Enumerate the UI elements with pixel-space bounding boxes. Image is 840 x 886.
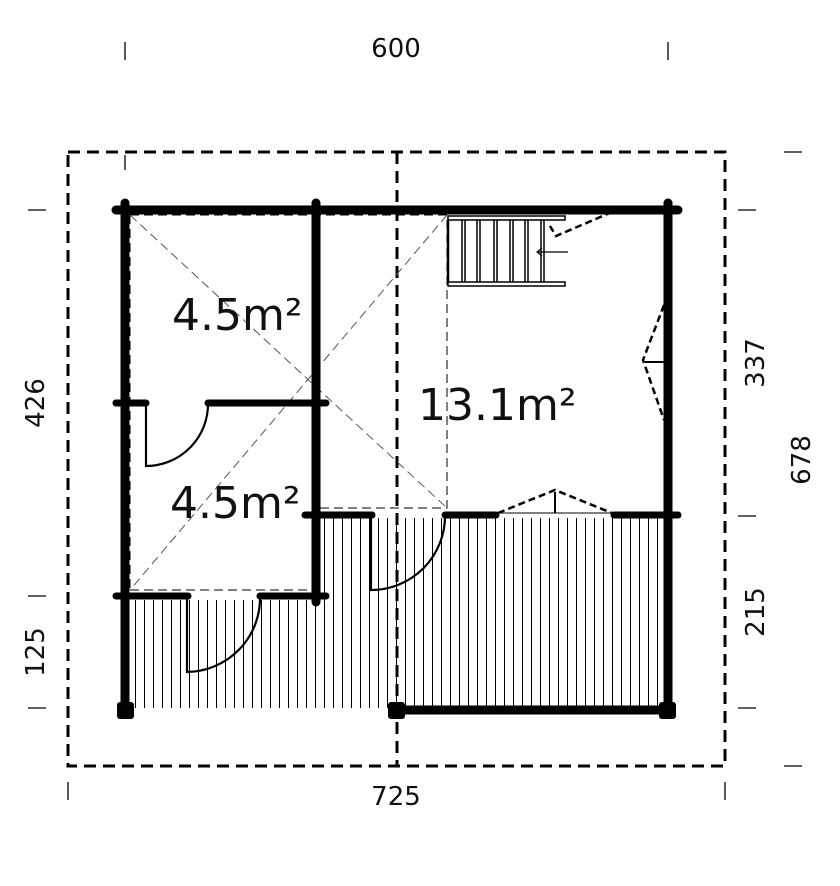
dimension-ticks: [28, 42, 802, 800]
room-main-area: 13.1m²: [418, 380, 576, 431]
walls: [111, 198, 683, 717]
dimension-right-inner-upper: 337: [741, 338, 771, 388]
room-lower-left-area: 4.5m²: [170, 478, 300, 529]
dimension-bottom: 725: [371, 782, 421, 812]
terrace-decking: [130, 518, 666, 708]
windows: [496, 210, 667, 515]
dimension-top: 600: [371, 34, 421, 64]
dimension-right-outer: 678: [787, 435, 817, 485]
dimension-left-lower: 125: [21, 627, 51, 677]
room-upper-left-area: 4.5m²: [172, 290, 302, 341]
roof-outline: [66, 150, 727, 768]
staircase: [446, 215, 568, 287]
corner-posts: [117, 702, 676, 719]
dimension-left-upper: 426: [21, 378, 51, 428]
doors: [144, 402, 447, 674]
dimension-right-inner-lower: 215: [741, 587, 771, 637]
